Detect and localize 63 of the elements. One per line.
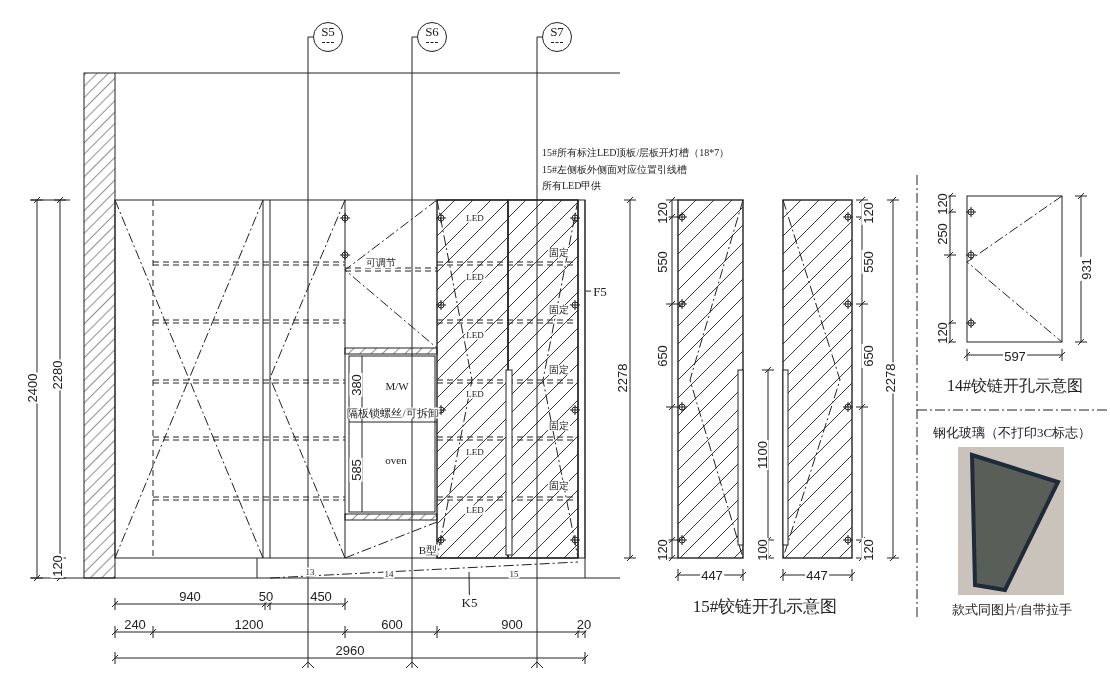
dimension-label: 1100 bbox=[755, 440, 769, 470]
part-label: M/W bbox=[384, 380, 410, 392]
dimension-label: 650 bbox=[655, 344, 669, 368]
dimension-label: 2278 bbox=[615, 362, 629, 394]
dimension-label: 250 bbox=[935, 222, 949, 246]
dimension-label: 600 bbox=[380, 617, 404, 631]
part-label: 固定 bbox=[548, 305, 570, 315]
section-marker: S7 bbox=[542, 22, 572, 52]
dimension-label: 120 bbox=[935, 192, 949, 216]
part-label: 固定 bbox=[548, 421, 570, 431]
section-marker: S5 bbox=[313, 22, 343, 52]
leader-line bbox=[585, 290, 592, 292]
part-label: 13 bbox=[304, 567, 316, 577]
dimension-label: 2400 bbox=[25, 372, 39, 404]
dimension-label: 120 bbox=[50, 554, 64, 578]
part-label: LED bbox=[465, 389, 485, 399]
note-text: 15#左侧板外侧面对应位置引线槽 bbox=[541, 165, 688, 175]
part-label: LED bbox=[465, 330, 485, 340]
dimension-label: 931 bbox=[1079, 257, 1093, 281]
dimension-label: 585 bbox=[349, 458, 363, 482]
dimension-label: 1200 bbox=[233, 617, 265, 631]
part-label: 固定 bbox=[548, 365, 570, 375]
part-label: 固定 bbox=[548, 481, 570, 491]
dimension-label: 120 bbox=[655, 201, 669, 225]
part-label: 14 bbox=[383, 569, 395, 579]
dimension-label: 550 bbox=[655, 250, 669, 274]
dimension-label: 450 bbox=[309, 589, 333, 603]
dimension-label: 550 bbox=[861, 250, 875, 274]
part-label: 隔板锁螺丝/可拆卸 bbox=[346, 407, 440, 419]
note-text: 所有LED甲供 bbox=[541, 181, 603, 191]
dimension-label: 597 bbox=[1003, 349, 1027, 363]
part-label: LED bbox=[465, 447, 485, 457]
section-marker: S6 bbox=[417, 22, 447, 52]
leader-line bbox=[468, 571, 470, 596]
dimension-label: 240 bbox=[123, 617, 147, 631]
note-text: 15#所有标注LED顶板/层板开灯槽（18*7） bbox=[541, 148, 731, 158]
dimension-label: 120 bbox=[861, 538, 875, 562]
diagram-caption: 14#铰链开孔示意图 bbox=[946, 378, 1084, 394]
dimension-label: 2960 bbox=[334, 643, 366, 657]
dimension-label: 380 bbox=[349, 373, 363, 397]
diagram-caption: 款式同图片/自带拉手 bbox=[950, 602, 1074, 616]
dimension-label: 120 bbox=[935, 321, 949, 345]
dimension-label: 2280 bbox=[50, 359, 64, 391]
dimension-label: 900 bbox=[500, 617, 524, 631]
part-label: B型 bbox=[417, 544, 439, 556]
dimension-label: 120 bbox=[861, 201, 875, 225]
part-label: LED bbox=[465, 505, 485, 515]
part-label: LED bbox=[465, 213, 485, 223]
part-label: 15 bbox=[508, 569, 520, 579]
dimension-label: 100 bbox=[755, 538, 769, 562]
dimension-label: 447 bbox=[805, 568, 829, 582]
dimension-label: 447 bbox=[700, 568, 724, 582]
dimension-label: 650 bbox=[861, 344, 875, 368]
part-label: 固定 bbox=[548, 248, 570, 258]
part-label: 可调节 bbox=[365, 258, 397, 268]
part-label: LED bbox=[465, 272, 485, 282]
diagram-caption: 15#铰链开孔示意图 bbox=[691, 597, 839, 615]
dimension-label: 50 bbox=[257, 589, 275, 603]
note-text: 钢化玻璃（不打印3C标志） bbox=[931, 425, 1093, 439]
dimension-label: 940 bbox=[178, 589, 202, 603]
dimension-label: 20 bbox=[575, 617, 593, 631]
dimension-label: 2278 bbox=[883, 362, 897, 394]
dimension-label: 120 bbox=[655, 538, 669, 562]
